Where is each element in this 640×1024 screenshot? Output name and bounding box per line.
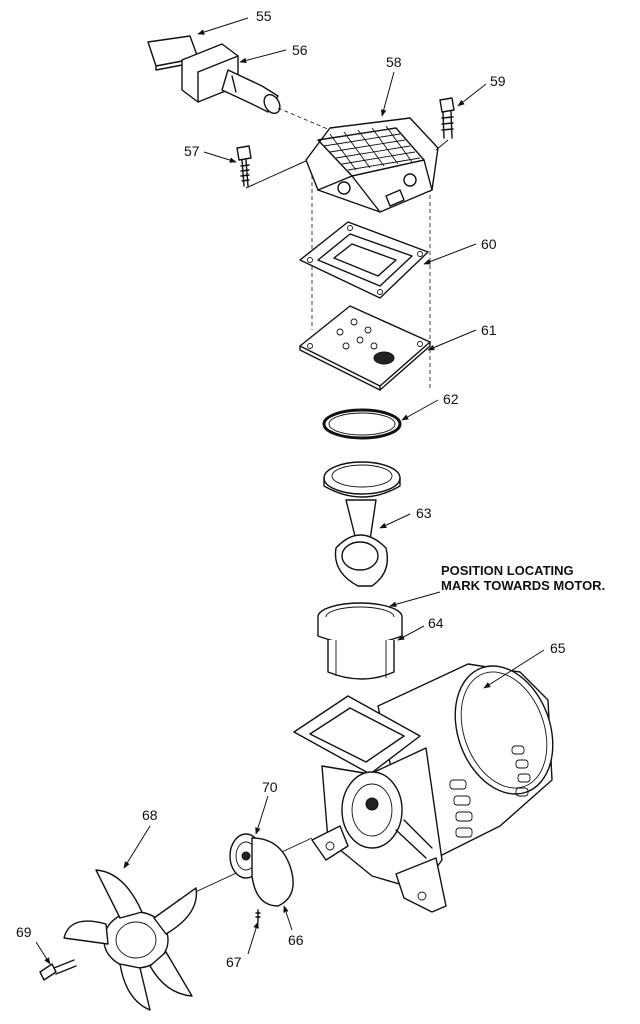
position-note: POSITION LOCATING MARK TOWARDS MOTOR. (441, 563, 605, 593)
part-70-eccentric (229, 833, 294, 907)
callout-67: 67 (226, 954, 242, 970)
position-note-line1: POSITION LOCATING (441, 563, 574, 578)
callout-55: 55 (256, 8, 272, 24)
part-69-screw (39, 959, 77, 981)
leader-lines (35, 17, 545, 965)
callout-61: 61 (481, 322, 497, 338)
part-62-o-ring (322, 408, 402, 440)
callout-69: 69 (16, 924, 32, 940)
part-65-motor-crankcase (293, 663, 554, 913)
callout-58: 58 (386, 54, 402, 70)
callout-66: 66 (288, 932, 304, 948)
part-64-sleeve (317, 602, 403, 680)
callout-57: 57 (184, 143, 200, 159)
callout-68: 68 (142, 807, 158, 823)
callout-56: 56 (292, 42, 308, 58)
callout-63: 63 (416, 505, 432, 521)
part-67-set-screw (255, 909, 261, 923)
part-58-cylinder-head (305, 117, 439, 213)
part-68-fan (63, 869, 198, 1011)
callout-59: 59 (490, 73, 506, 89)
callout-60: 60 (481, 236, 497, 252)
callout-62: 62 (443, 391, 459, 407)
part-59-fitting (435, 97, 455, 151)
callout-64: 64 (428, 615, 444, 631)
callout-70: 70 (262, 779, 278, 795)
part-61-valve-plate (299, 305, 431, 391)
part-60-gasket (299, 221, 429, 299)
part-56-baffle-tube (181, 43, 281, 115)
position-note-line2: MARK TOWARDS MOTOR. (441, 578, 606, 593)
part-57-bolt (236, 145, 309, 189)
callout-65: 65 (550, 640, 566, 656)
part-63-connecting-rod (323, 461, 401, 587)
